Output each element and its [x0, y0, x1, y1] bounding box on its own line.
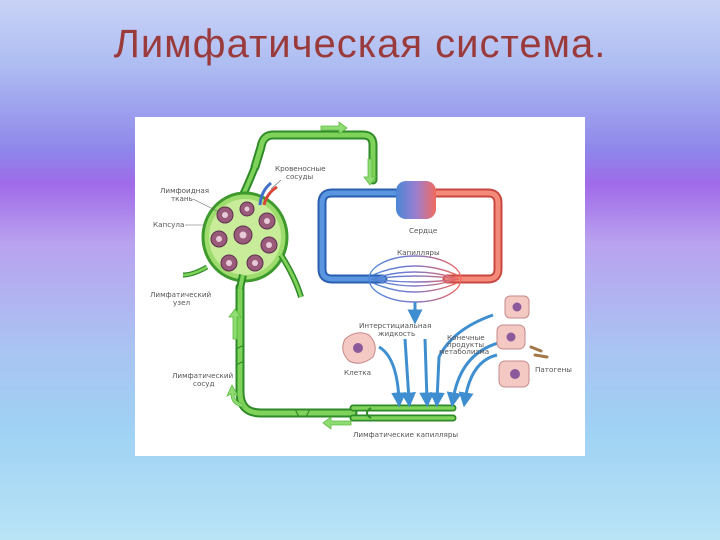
label-capsule: Капсула: [153, 220, 184, 229]
label-interstitial-fluid: Интерстициальная: [359, 321, 431, 330]
blood-circulation: [317, 181, 503, 303]
label-interstitial-fluid-2: жидкость: [378, 329, 415, 338]
label-lymphoid-tissue: Лимфоидная: [160, 186, 209, 195]
label-end-products: Конечные: [447, 333, 485, 342]
diagram-canvas: Кровеносные сосуды Лимфоидная ткань Капс…: [150, 121, 572, 439]
lymph-node: [182, 165, 304, 298]
label-lymph-node-2: узел: [173, 298, 190, 307]
label-lymph-node: Лимфатический: [150, 290, 212, 299]
label-cell: Клетка: [344, 368, 371, 377]
diagram-labels: Кровеносные сосуды Лимфоидная ткань Капс…: [150, 164, 572, 439]
label-heart: Сердце: [409, 226, 438, 235]
label-lymph-capillaries: Лимфатические капилляры: [353, 430, 458, 439]
pathogens: [529, 345, 549, 359]
label-blood-vessels: Кровеносные: [275, 164, 326, 173]
lymphatic-system-diagram: Кровеносные сосуды Лимфоидная ткань Капс…: [135, 117, 585, 456]
heart-shape: [396, 181, 436, 219]
label-end-products-2: продукты: [447, 340, 484, 349]
slide-title: Лимфатическая система.: [113, 22, 607, 66]
label-end-products-3: метаболизма: [439, 347, 489, 356]
lymph-flow-arrows: [226, 121, 377, 430]
label-pathogens: Патогены: [535, 365, 572, 374]
label-capillaries: Капилляры: [397, 248, 440, 257]
lymph-vessel-loop: [235, 130, 457, 422]
label-lymph-vessel-2: сосуд: [193, 379, 215, 388]
label-blood-vessels-2: сосуды: [286, 172, 314, 181]
label-lymphoid-tissue-2: ткань: [171, 194, 193, 203]
label-lymph-vessel: Лимфатический: [172, 371, 234, 380]
tissue-cells: [342, 295, 530, 388]
